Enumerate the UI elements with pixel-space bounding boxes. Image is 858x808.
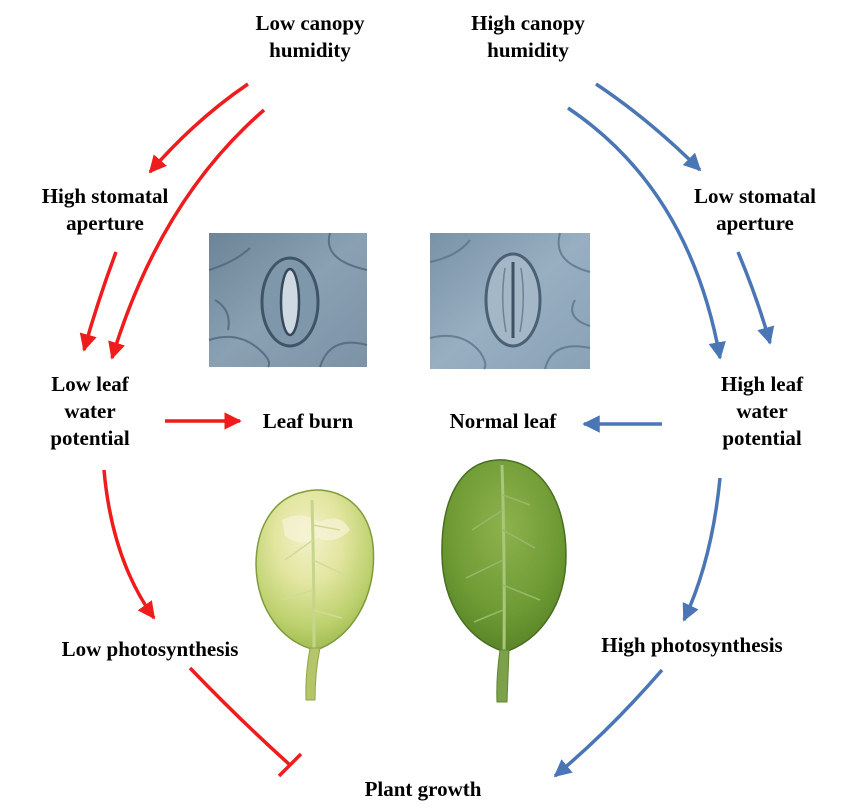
- arrow-stomatal-to-water-potential-red: [79, 251, 118, 352]
- arrow-water-potential-to-photosynthesis-blue: [682, 477, 722, 622]
- normal-leaf-label: Normal leaf: [449, 409, 557, 433]
- burned-leaf-photo: [255, 489, 375, 701]
- arrow-canopy-to-water-potential-red: [108, 108, 266, 360]
- arrow-canopy-to-water-potential-blue: [567, 106, 726, 360]
- low-photosynthesis-label: Low photosynthesis: [61, 637, 239, 661]
- low-leaf-water-potential-label: Low leaf water potential: [50, 372, 130, 450]
- low-stomatal-aperture-label: Low stomatal aperture: [694, 184, 816, 235]
- closed-stomata-micrograph: [429, 232, 591, 370]
- low-canopy-humidity-label: Low canopy humidity: [255, 11, 365, 62]
- arrow-stomatal-to-water-potential-blue: [736, 251, 775, 345]
- arrow-canopy-to-stomatal-aperture-blue: [595, 82, 702, 172]
- high-canopy-humidity-label: High canopy humidity: [471, 11, 585, 62]
- high-leaf-water-potential-label: High leaf water potential: [720, 372, 804, 450]
- plant-growth-label: Plant growth: [364, 777, 482, 801]
- high-photosynthesis-label: High photosynthesis: [601, 633, 783, 657]
- open-stomata-micrograph: [208, 232, 368, 368]
- high-stomatal-aperture-label: High stomatal aperture: [41, 184, 169, 235]
- inhibition-photosynthesis-to-growth-red: [188, 666, 292, 767]
- arrow-photosynthesis-to-growth-blue: [553, 668, 664, 778]
- arrow-water-potential-to-photosynthesis-red: [102, 469, 156, 620]
- leaf-burn-label: Leaf burn: [262, 409, 354, 433]
- arrow-canopy-to-stomatal-aperture-red: [148, 82, 249, 174]
- inhibition-bar-red: [277, 752, 303, 778]
- normal-leaf-photo: [441, 459, 567, 703]
